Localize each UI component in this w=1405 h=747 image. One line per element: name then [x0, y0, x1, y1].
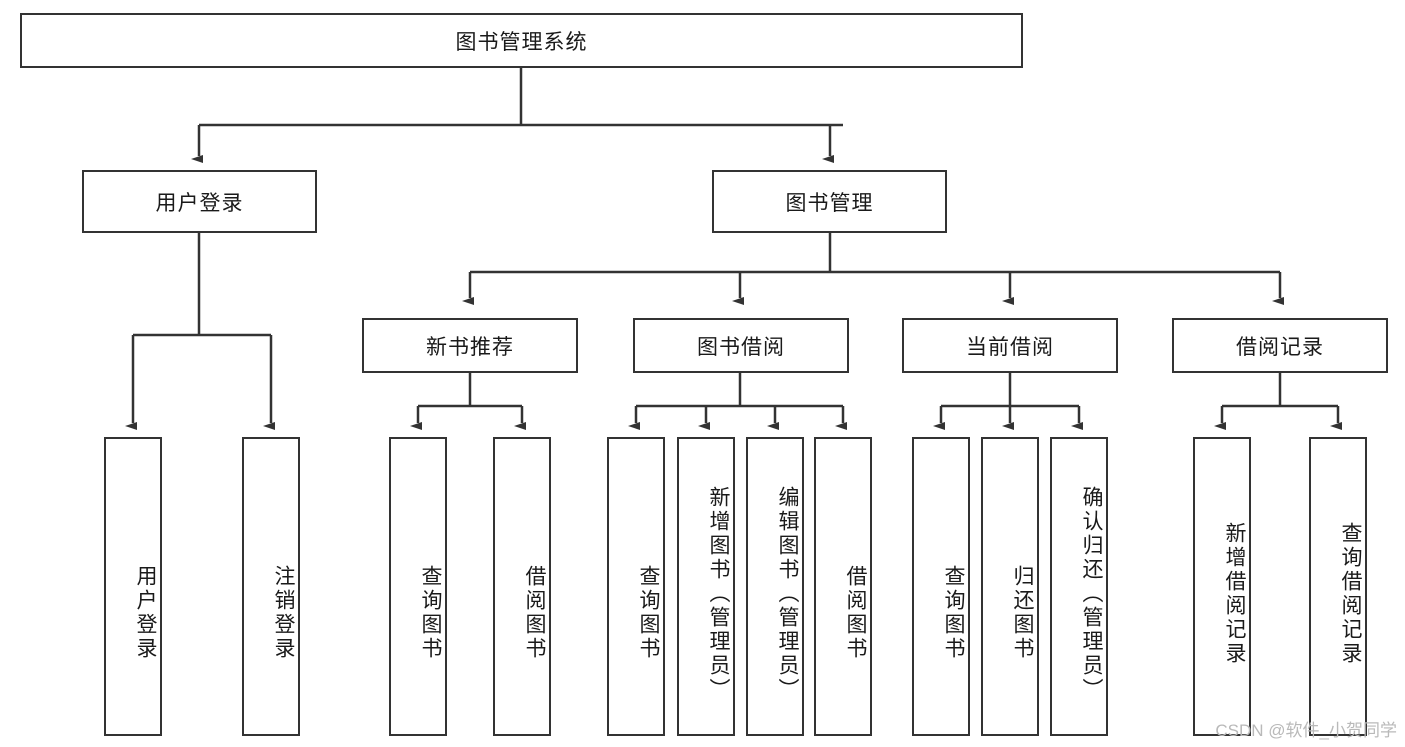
node-leaf-br-query-record-label: 查询借阅记录 [1339, 521, 1362, 666]
node-leaf-cb-confirm-return-label: 确认归还（管理员） [1080, 485, 1103, 702]
node-borrow-record[interactable]: 借阅记录 [1172, 318, 1388, 373]
node-leaf-nbr-borrow-book[interactable]: 借阅图书 [493, 437, 551, 736]
watermark: CSDN @软件_小贺同学 [1215, 721, 1397, 740]
node-leaf-cb-return-book-label: 归还图书 [1011, 564, 1034, 661]
node-leaf-bb-add-book-label: 新增图书（管理员） [707, 485, 730, 702]
node-root[interactable]: 图书管理系统 [20, 13, 1023, 68]
node-leaf-user-login-label: 用户登录 [134, 564, 157, 661]
node-leaf-cb-return-book[interactable]: 归还图书 [981, 437, 1039, 736]
node-leaf-cb-confirm-return[interactable]: 确认归还（管理员） [1050, 437, 1108, 736]
node-leaf-cb-query-book[interactable]: 查询图书 [912, 437, 970, 736]
node-borrow-record-label: 借阅记录 [1236, 335, 1324, 359]
node-leaf-user-login[interactable]: 用户登录 [104, 437, 162, 736]
node-leaf-bb-query-book[interactable]: 查询图书 [607, 437, 665, 736]
node-leaf-bb-borrow-book-label: 借阅图书 [844, 564, 867, 661]
node-book-management-label: 图书管理 [785, 191, 874, 215]
node-leaf-bb-query-book-label: 查询图书 [637, 564, 660, 661]
node-book-management[interactable]: 图书管理 [712, 170, 947, 233]
node-new-book-recommend-label: 新书推荐 [426, 335, 514, 359]
node-leaf-br-add-record-label: 新增借阅记录 [1223, 521, 1246, 666]
node-book-borrow-label: 图书借阅 [697, 335, 785, 359]
node-leaf-nbr-query-book[interactable]: 查询图书 [389, 437, 447, 736]
node-leaf-logout-label: 注销登录 [272, 564, 295, 661]
node-leaf-bb-edit-book[interactable]: 编辑图书（管理员） [746, 437, 804, 736]
node-current-borrow-label: 当前借阅 [966, 335, 1054, 359]
node-user-login[interactable]: 用户登录 [82, 170, 317, 233]
node-leaf-cb-query-book-label: 查询图书 [942, 564, 965, 661]
node-leaf-br-add-record[interactable]: 新增借阅记录 [1193, 437, 1251, 736]
node-new-book-recommend[interactable]: 新书推荐 [362, 318, 578, 373]
node-root-label: 图书管理系统 [455, 30, 588, 54]
node-book-borrow[interactable]: 图书借阅 [633, 318, 849, 373]
node-leaf-br-query-record[interactable]: 查询借阅记录 [1309, 437, 1367, 736]
node-user-login-label: 用户登录 [155, 191, 244, 215]
node-leaf-logout[interactable]: 注销登录 [242, 437, 300, 736]
node-leaf-bb-borrow-book[interactable]: 借阅图书 [814, 437, 872, 736]
node-leaf-nbr-borrow-book-label: 借阅图书 [523, 564, 546, 661]
node-current-borrow[interactable]: 当前借阅 [902, 318, 1118, 373]
node-leaf-nbr-query-book-label: 查询图书 [419, 564, 442, 661]
node-leaf-bb-add-book[interactable]: 新增图书（管理员） [677, 437, 735, 736]
node-leaf-bb-edit-book-label: 编辑图书（管理员） [776, 485, 799, 702]
